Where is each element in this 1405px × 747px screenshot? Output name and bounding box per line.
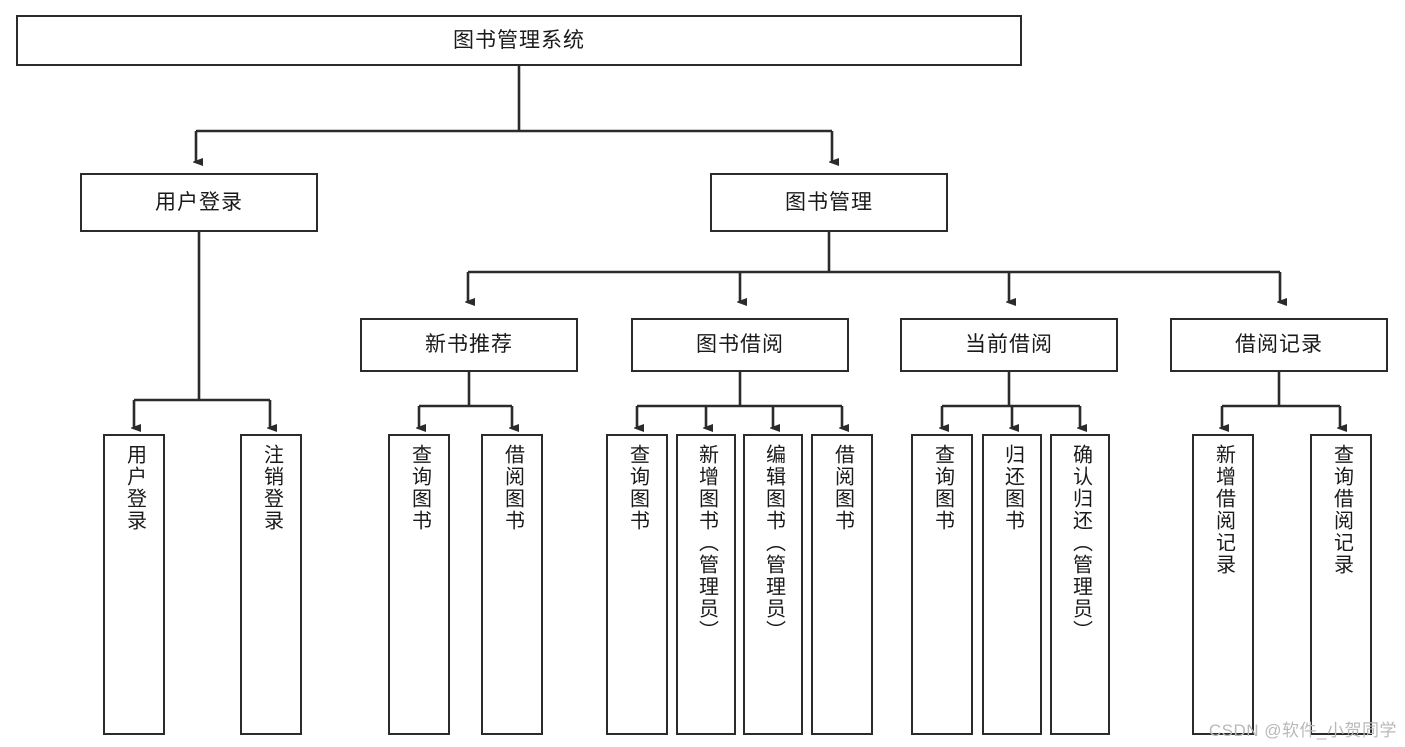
node-label: 注销登录 xyxy=(260,444,283,532)
node-borrow-record[interactable]: 借阅记录 xyxy=(1170,318,1388,372)
node-label: 当前借阅 xyxy=(965,333,1053,357)
node-label: 用户登录 xyxy=(155,190,243,214)
node-book-borrow[interactable]: 图书借阅 xyxy=(631,318,849,372)
node-user-login[interactable]: 用户登录 xyxy=(80,173,318,232)
leaf-record-add[interactable]: 新增借阅记录 xyxy=(1192,434,1254,735)
leaf-borrow-query-book[interactable]: 查询图书 xyxy=(606,434,668,735)
node-new-book-recommend[interactable]: 新书推荐 xyxy=(360,318,578,372)
leaf-current-query-book[interactable]: 查询图书 xyxy=(911,434,973,735)
leaf-user-logout[interactable]: 注销登录 xyxy=(240,434,302,735)
leaf-record-query[interactable]: 查询借阅记录 xyxy=(1310,434,1372,735)
leaf-user-login[interactable]: 用户登录 xyxy=(103,434,165,735)
leaf-recommend-query-book[interactable]: 查询图书 xyxy=(388,434,450,735)
node-label: 归还图书 xyxy=(1001,444,1024,532)
node-label: 查询图书 xyxy=(626,444,649,532)
node-label: 查询图书 xyxy=(408,444,431,532)
node-label: 新书推荐 xyxy=(425,333,513,357)
leaf-borrow-edit-book[interactable]: 编辑图书（管理员） xyxy=(743,434,803,735)
node-label: 确认归还（管理员） xyxy=(1069,444,1092,642)
node-label: 新增图书（管理员） xyxy=(695,444,718,642)
node-label: 编辑图书（管理员） xyxy=(762,444,785,642)
node-label: 借阅记录 xyxy=(1235,333,1323,357)
leaf-current-return-book[interactable]: 归还图书 xyxy=(982,434,1042,735)
leaf-borrow-add-book[interactable]: 新增图书（管理员） xyxy=(676,434,736,735)
node-label: 借阅图书 xyxy=(501,444,524,532)
node-label: 用户登录 xyxy=(123,444,146,532)
leaf-current-confirm-return[interactable]: 确认归还（管理员） xyxy=(1050,434,1110,735)
node-current-borrow[interactable]: 当前借阅 xyxy=(900,318,1118,372)
node-label: 查询借阅记录 xyxy=(1330,444,1353,576)
node-book-management[interactable]: 图书管理 xyxy=(710,173,948,232)
node-root[interactable]: 图书管理系统 xyxy=(16,15,1022,66)
node-label: 图书管理 xyxy=(785,190,873,214)
node-label: 图书管理系统 xyxy=(453,28,585,52)
leaf-borrow-borrow-book[interactable]: 借阅图书 xyxy=(811,434,873,735)
node-label: 新增借阅记录 xyxy=(1212,444,1235,576)
leaf-recommend-borrow-book[interactable]: 借阅图书 xyxy=(481,434,543,735)
node-label: 图书借阅 xyxy=(696,333,784,357)
node-label: 借阅图书 xyxy=(831,444,854,532)
node-label: 查询图书 xyxy=(931,444,954,532)
csdn-watermark: CSDN @软件_小贺同学 xyxy=(1208,721,1397,740)
